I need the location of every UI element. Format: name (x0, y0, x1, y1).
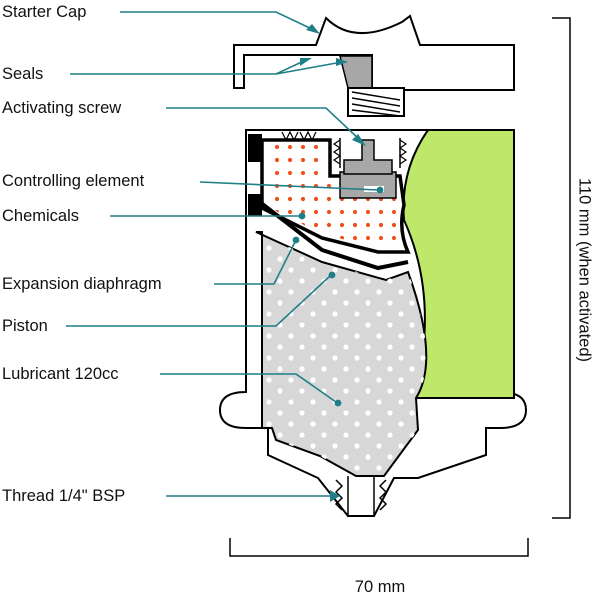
label-activating-screw: Activating screw (2, 99, 122, 117)
label-chemicals: Chemicals (2, 207, 80, 225)
leader-piston (66, 275, 331, 327)
arrow-seals-b (336, 58, 348, 66)
arrow-activating-screw (352, 134, 366, 146)
lubricant-chamber (255, 231, 428, 477)
dot-piston (328, 271, 336, 279)
label-thread: Thread 1/4" BSP (2, 487, 126, 505)
dot-controlling-element (376, 186, 384, 194)
thread (334, 476, 388, 517)
dot-chemicals (298, 212, 306, 220)
label-expansion-diaphragm: Expansion diaphragm (2, 275, 162, 293)
dimension-width: 70 mm (354, 578, 406, 596)
leader-activating-screw (166, 107, 361, 141)
leader-seals-b (275, 61, 343, 75)
dimension-height: 110 mm (when activated) (575, 177, 594, 363)
label-seals: Seals (2, 65, 44, 83)
seal-block-top (248, 134, 262, 162)
arrow-starter-cap (306, 24, 320, 34)
label-piston: Piston (2, 317, 48, 335)
leader-controlling-element (199, 181, 379, 191)
label-lubricant: Lubricant 120cc (2, 365, 119, 383)
label-starter-cap: Starter Cap (2, 3, 87, 21)
arrow-thread (330, 490, 340, 502)
controlling-element (339, 171, 397, 199)
chemicals-chamber (260, 138, 411, 254)
label-controlling-element: Controlling element (2, 172, 145, 190)
cap-screw (347, 87, 405, 117)
height-bracket (552, 17, 571, 519)
seal-block-bottom (248, 194, 262, 216)
dot-lubricant (334, 399, 342, 407)
leader-seals-a (70, 59, 307, 75)
top-ribbing (281, 130, 317, 142)
arrow-seals-a (300, 58, 312, 66)
dot-expansion-diaphragm (292, 236, 300, 244)
leader-lubricant (160, 373, 337, 403)
leader-starter-cap (120, 11, 315, 31)
width-bracket (229, 538, 529, 557)
activating-screw (332, 138, 408, 175)
expansion-diaphragm (250, 194, 409, 271)
starter-cap (233, 14, 515, 91)
leader-expansion-diaphragm (214, 239, 297, 285)
